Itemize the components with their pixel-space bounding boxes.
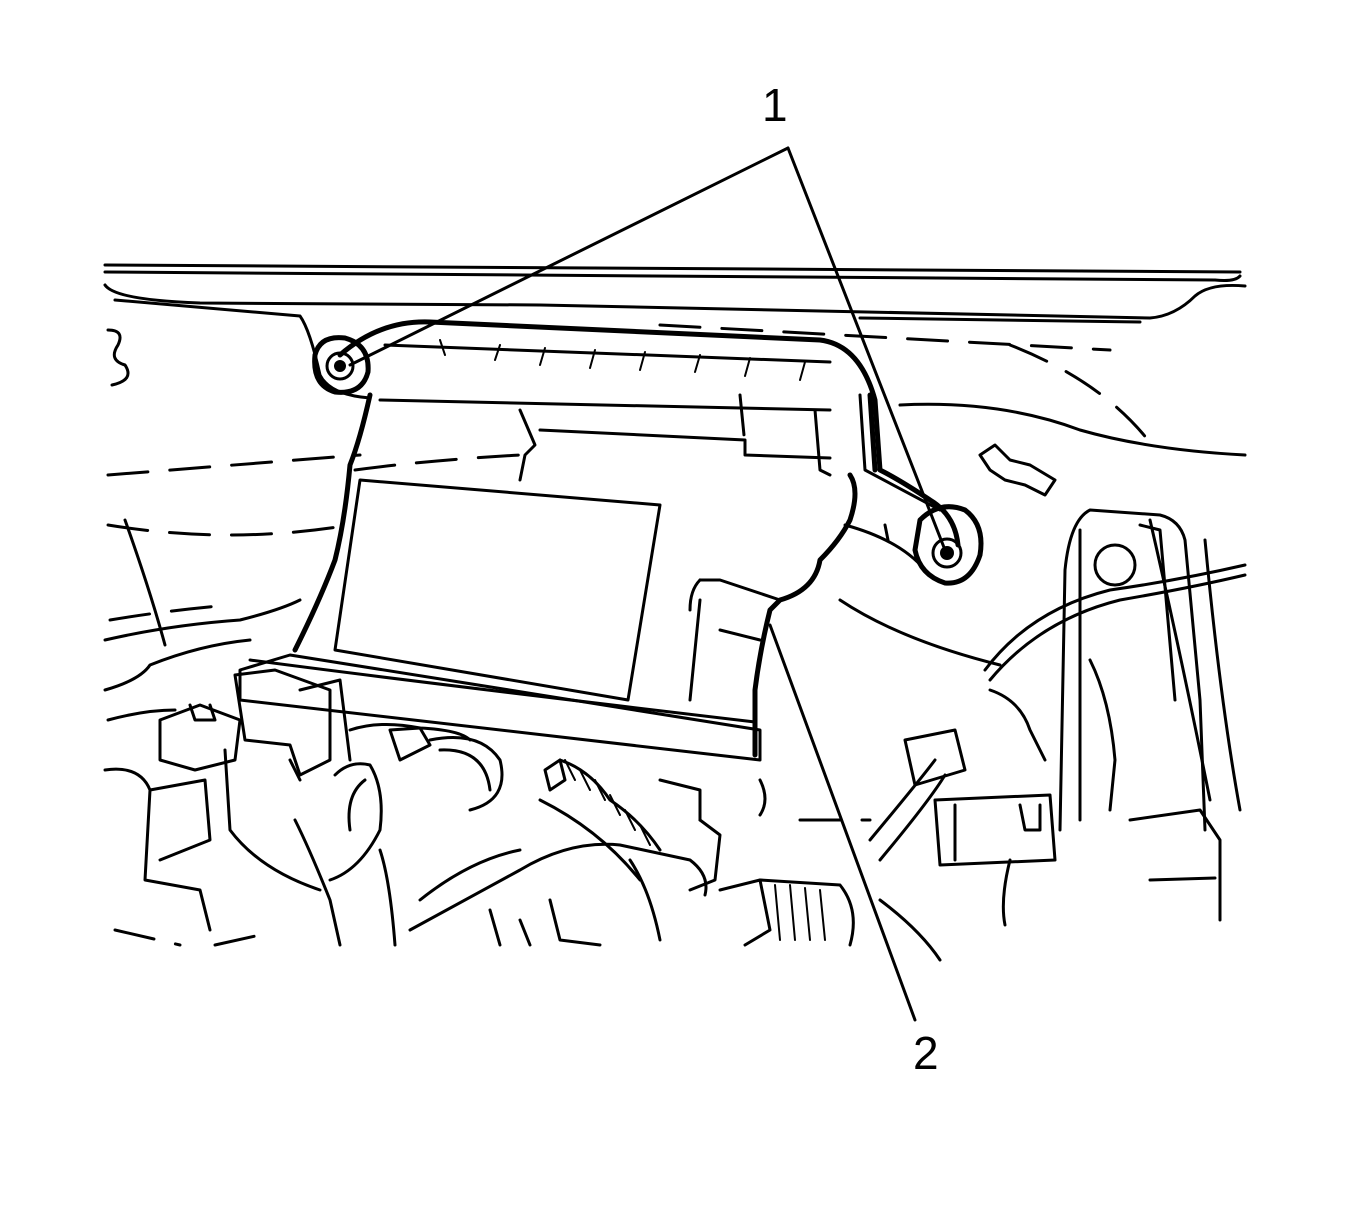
callout-label-2: 2 — [913, 1027, 939, 1079]
lower-left-components — [103, 598, 855, 947]
leader-1-right — [786, 146, 947, 552]
leader-lines — [348, 146, 947, 1022]
housing-assembly — [238, 319, 961, 762]
leader-1-left — [348, 146, 790, 367]
right-strut-area — [903, 508, 1247, 922]
fastener-left — [312, 335, 371, 395]
fastener-right — [843, 504, 984, 586]
right-lower-body — [758, 598, 1012, 962]
leader-2 — [768, 623, 917, 1022]
callout-label-1: 1 — [762, 79, 788, 131]
clip-bracket — [978, 443, 1057, 497]
body-dashed-lines — [106, 453, 362, 647]
cowl-panel — [103, 263, 1247, 457]
